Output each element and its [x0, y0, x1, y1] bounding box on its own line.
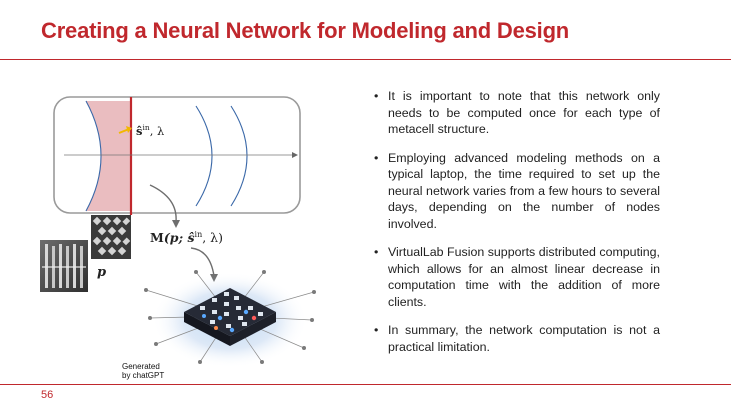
- incident-wavefront: [85, 100, 102, 212]
- bullet-list: • It is important to note that this netwo…: [374, 88, 660, 367]
- bullet-marker: •: [374, 150, 379, 165]
- metacell-sem-image: [40, 240, 88, 292]
- neural-network-chip-image: [144, 270, 316, 368]
- model-function-label: M(p; ŝin, λ): [150, 230, 223, 245]
- page-number: 56: [41, 389, 54, 401]
- bullet-item-1: • It is important to note that this netwo…: [374, 88, 660, 138]
- transmitted-wavefront-1: [195, 105, 213, 207]
- connector-arrow-to-model: [149, 184, 177, 223]
- bullet-item-3: • VirtualLab Fusion supports distributed …: [374, 244, 660, 310]
- incident-arrowhead: [126, 126, 132, 133]
- caption-line-1: Generated: [122, 362, 160, 371]
- bullet-marker: •: [374, 323, 379, 337]
- title-divider: [0, 59, 731, 60]
- bullet-item-4: • In summary, the network computation is …: [374, 322, 660, 355]
- footer-divider: [0, 384, 731, 385]
- propagation-box: ŝin, λ: [53, 96, 301, 215]
- bullet-marker: •: [374, 89, 379, 103]
- connector-arrowhead-model: [172, 220, 180, 228]
- slide-title: Creating a Neural Network for Modeling a…: [41, 18, 570, 43]
- metacell-array-image: [91, 215, 131, 259]
- incident-label: ŝin, λ: [136, 123, 164, 138]
- connector-arrow-to-network: [190, 247, 215, 277]
- bullet-text: Employing advanced modeling methods on a…: [388, 150, 660, 231]
- bullet-text: VirtualLab Fusion supports distributed c…: [388, 245, 660, 309]
- bullet-text: In summary, the network computation is n…: [388, 323, 660, 354]
- parameter-label: p: [97, 265, 106, 280]
- bullet-item-2: • Employing advanced modeling methods on …: [374, 150, 660, 233]
- caption-line-2: by chatGPT: [122, 371, 164, 380]
- bullet-marker: •: [374, 245, 379, 259]
- bullet-text: It is important to note that this networ…: [388, 89, 660, 136]
- transmitted-wavefront-2: [230, 105, 248, 207]
- arrow-right-icon: [292, 152, 298, 158]
- neural-network-figure: ŝin, λ M(p; ŝin, λ): [40, 96, 316, 380]
